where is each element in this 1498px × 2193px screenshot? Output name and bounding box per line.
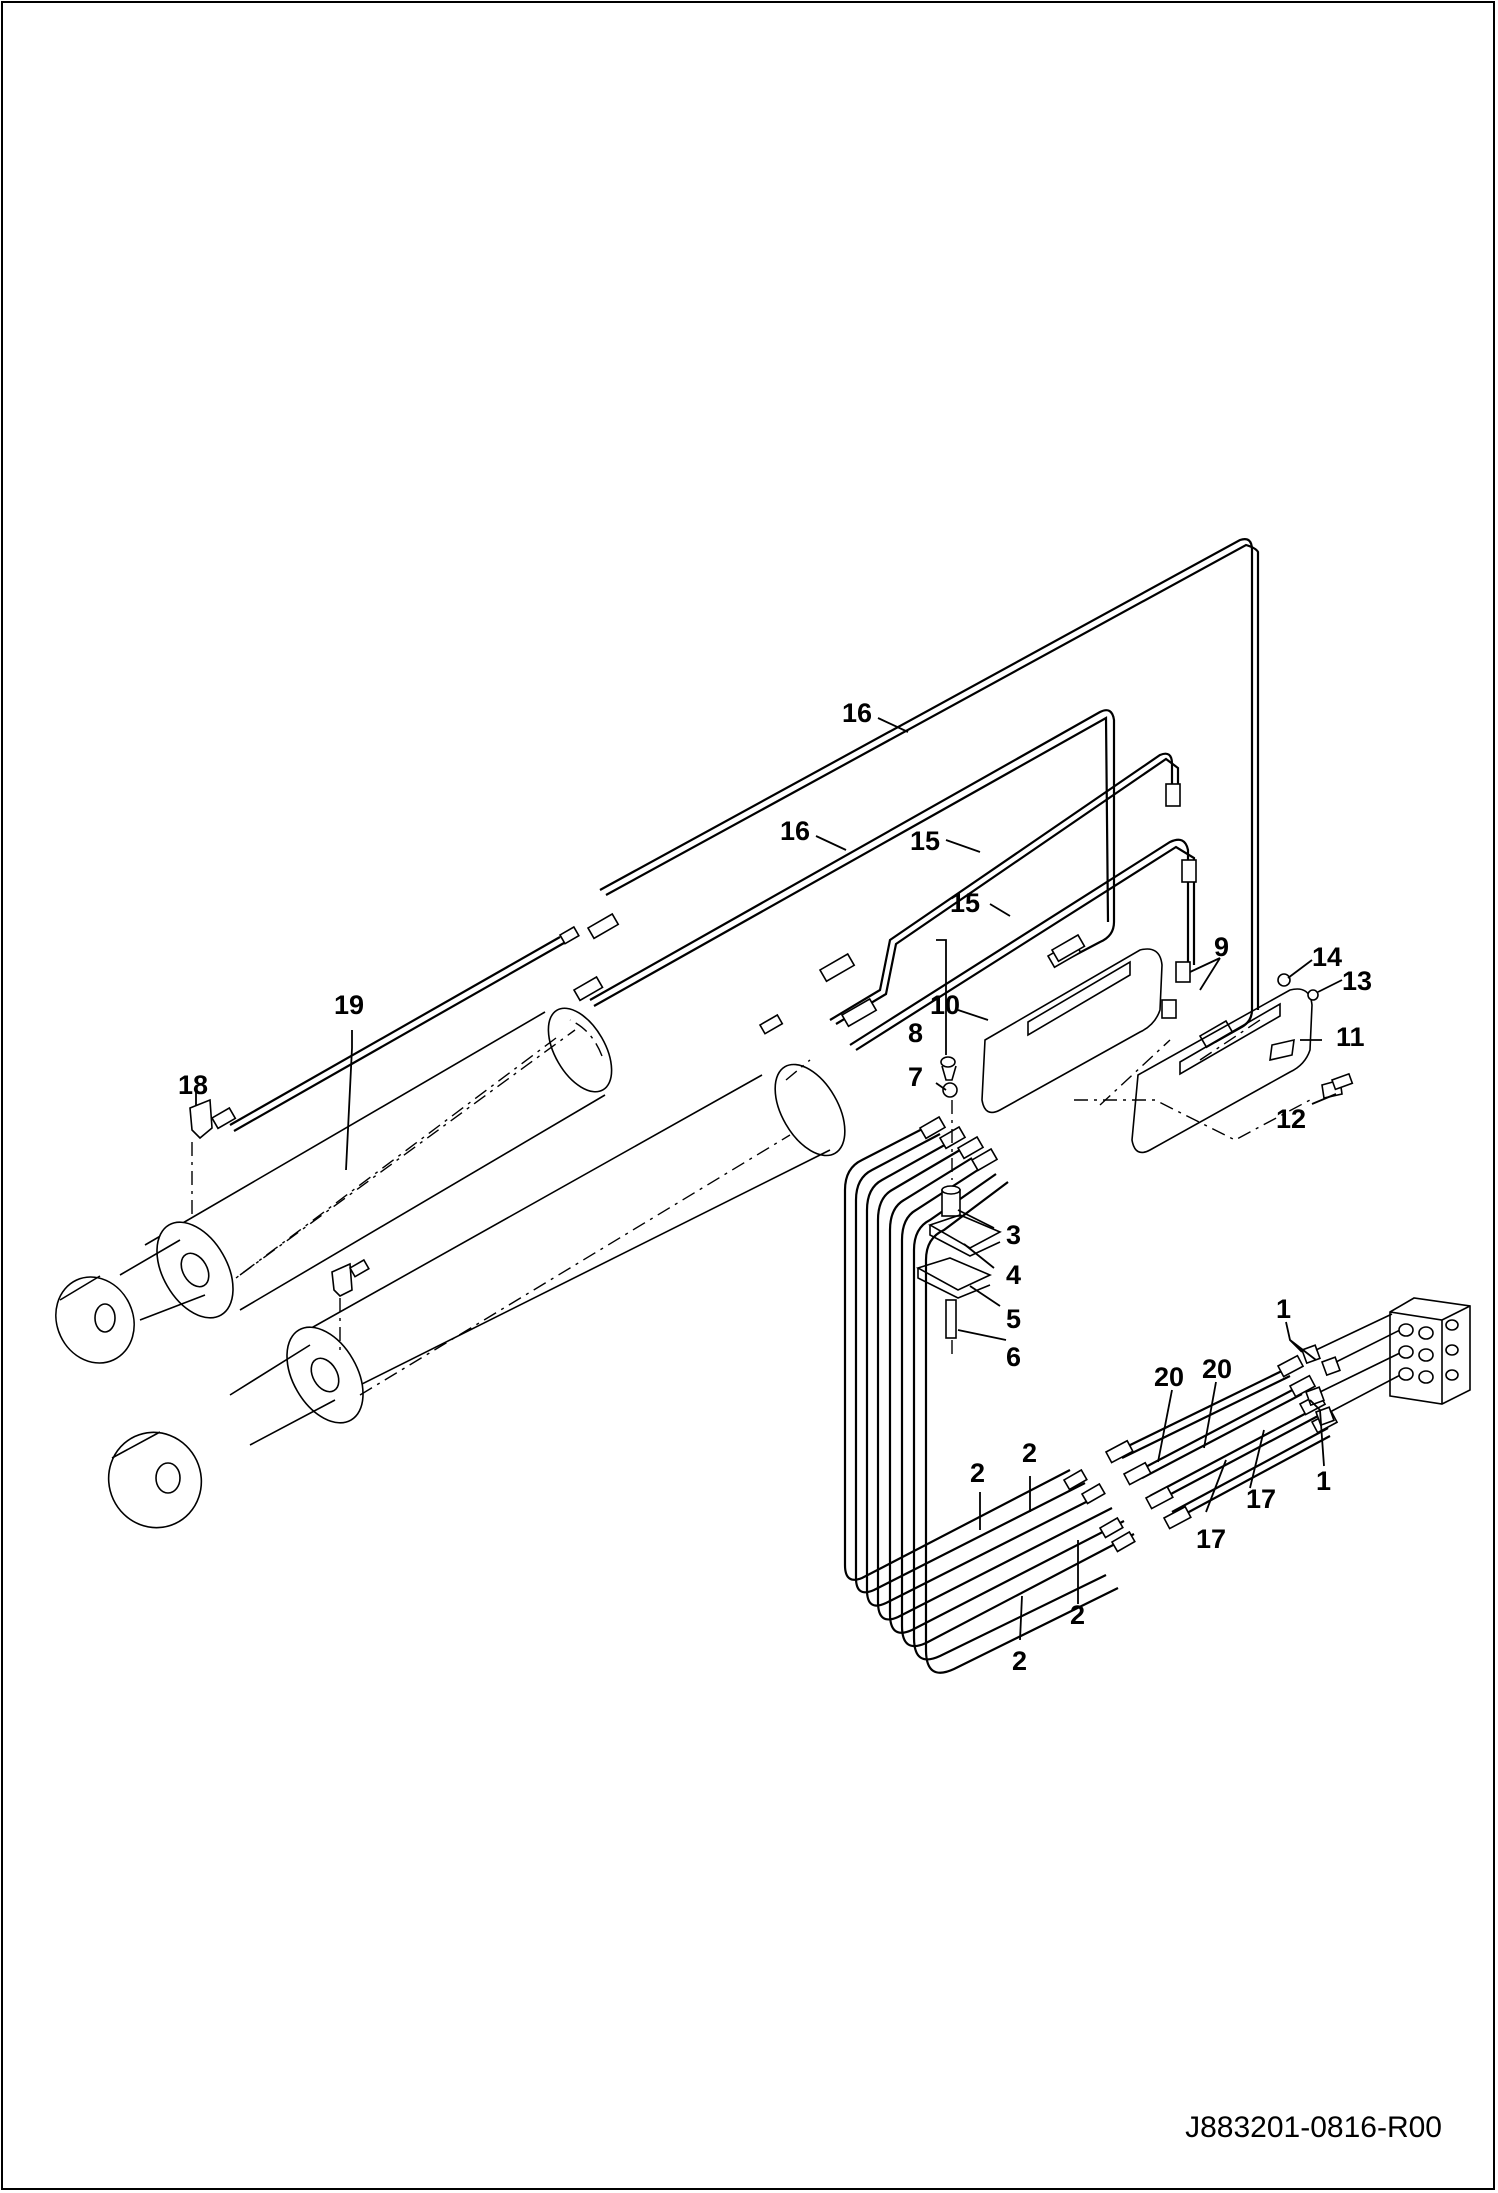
line-16-outer bbox=[599, 538, 1260, 1043]
drawing-id: J883201-0816-R00 bbox=[1185, 2111, 1442, 2144]
callout-2: 2 bbox=[970, 1458, 985, 1488]
tube-fittings-upper bbox=[558, 783, 1234, 1049]
callout-15: 15 bbox=[950, 888, 980, 918]
line-19 bbox=[229, 936, 565, 1132]
callout-17: 17 bbox=[1246, 1484, 1276, 1514]
callout-10: 10 bbox=[930, 990, 960, 1020]
tube-bundle-2 bbox=[843, 1115, 1136, 1674]
clamp-assembly-10 bbox=[981, 933, 1163, 1114]
callout-15: 15 bbox=[910, 826, 940, 856]
elbow-fitting-18 bbox=[189, 1098, 237, 1140]
callout-16: 16 bbox=[780, 816, 810, 846]
dash-link-lines bbox=[1074, 1019, 1311, 1141]
hardware-14-13-12 bbox=[1277, 973, 1354, 1091]
callout-1: 1 bbox=[1276, 1294, 1291, 1324]
line-15-a bbox=[829, 752, 1180, 1025]
callout-6: 6 bbox=[1006, 1342, 1021, 1372]
callout-3: 3 bbox=[1006, 1220, 1021, 1250]
callout-8: 8 bbox=[908, 1018, 923, 1048]
callout-7: 7 bbox=[908, 1062, 923, 1092]
hydraulic-cylinder-upper bbox=[55, 1007, 613, 1364]
callout-17: 17 bbox=[1196, 1524, 1226, 1554]
elbow-fitting-lower bbox=[331, 1258, 370, 1297]
callout-labels: 16 16 15 15 19 18 9 10 8 7 14 13 11 12 3… bbox=[178, 698, 1372, 1676]
callout-1: 1 bbox=[1316, 1466, 1331, 1496]
line-15-b bbox=[849, 838, 1196, 1051]
clamp-stack-3-8 bbox=[915, 1056, 1002, 1360]
callout-12: 12 bbox=[1276, 1104, 1306, 1134]
callout-19: 19 bbox=[334, 990, 364, 1020]
callout-20: 20 bbox=[1154, 1362, 1184, 1392]
callout-4: 4 bbox=[1006, 1260, 1021, 1290]
hydraulic-cylinder-lower bbox=[107, 1059, 846, 1529]
callout-2: 2 bbox=[1012, 1646, 1027, 1676]
control-valve-block bbox=[1389, 1297, 1471, 1405]
leader-lines bbox=[195, 717, 1343, 1641]
clamp-assembly-11 bbox=[1131, 988, 1343, 1154]
callout-9: 9 bbox=[1214, 932, 1229, 962]
callout-20: 20 bbox=[1202, 1354, 1232, 1384]
callout-2: 2 bbox=[1070, 1600, 1085, 1630]
callout-14: 14 bbox=[1312, 942, 1342, 972]
callout-5: 5 bbox=[1006, 1304, 1021, 1334]
callout-16: 16 bbox=[842, 698, 872, 728]
callout-13: 13 bbox=[1342, 966, 1372, 996]
callout-2: 2 bbox=[1022, 1438, 1037, 1468]
callout-11: 11 bbox=[1336, 1022, 1365, 1052]
callout-18: 18 bbox=[178, 1070, 208, 1100]
line-16-inner bbox=[589, 709, 1116, 1007]
